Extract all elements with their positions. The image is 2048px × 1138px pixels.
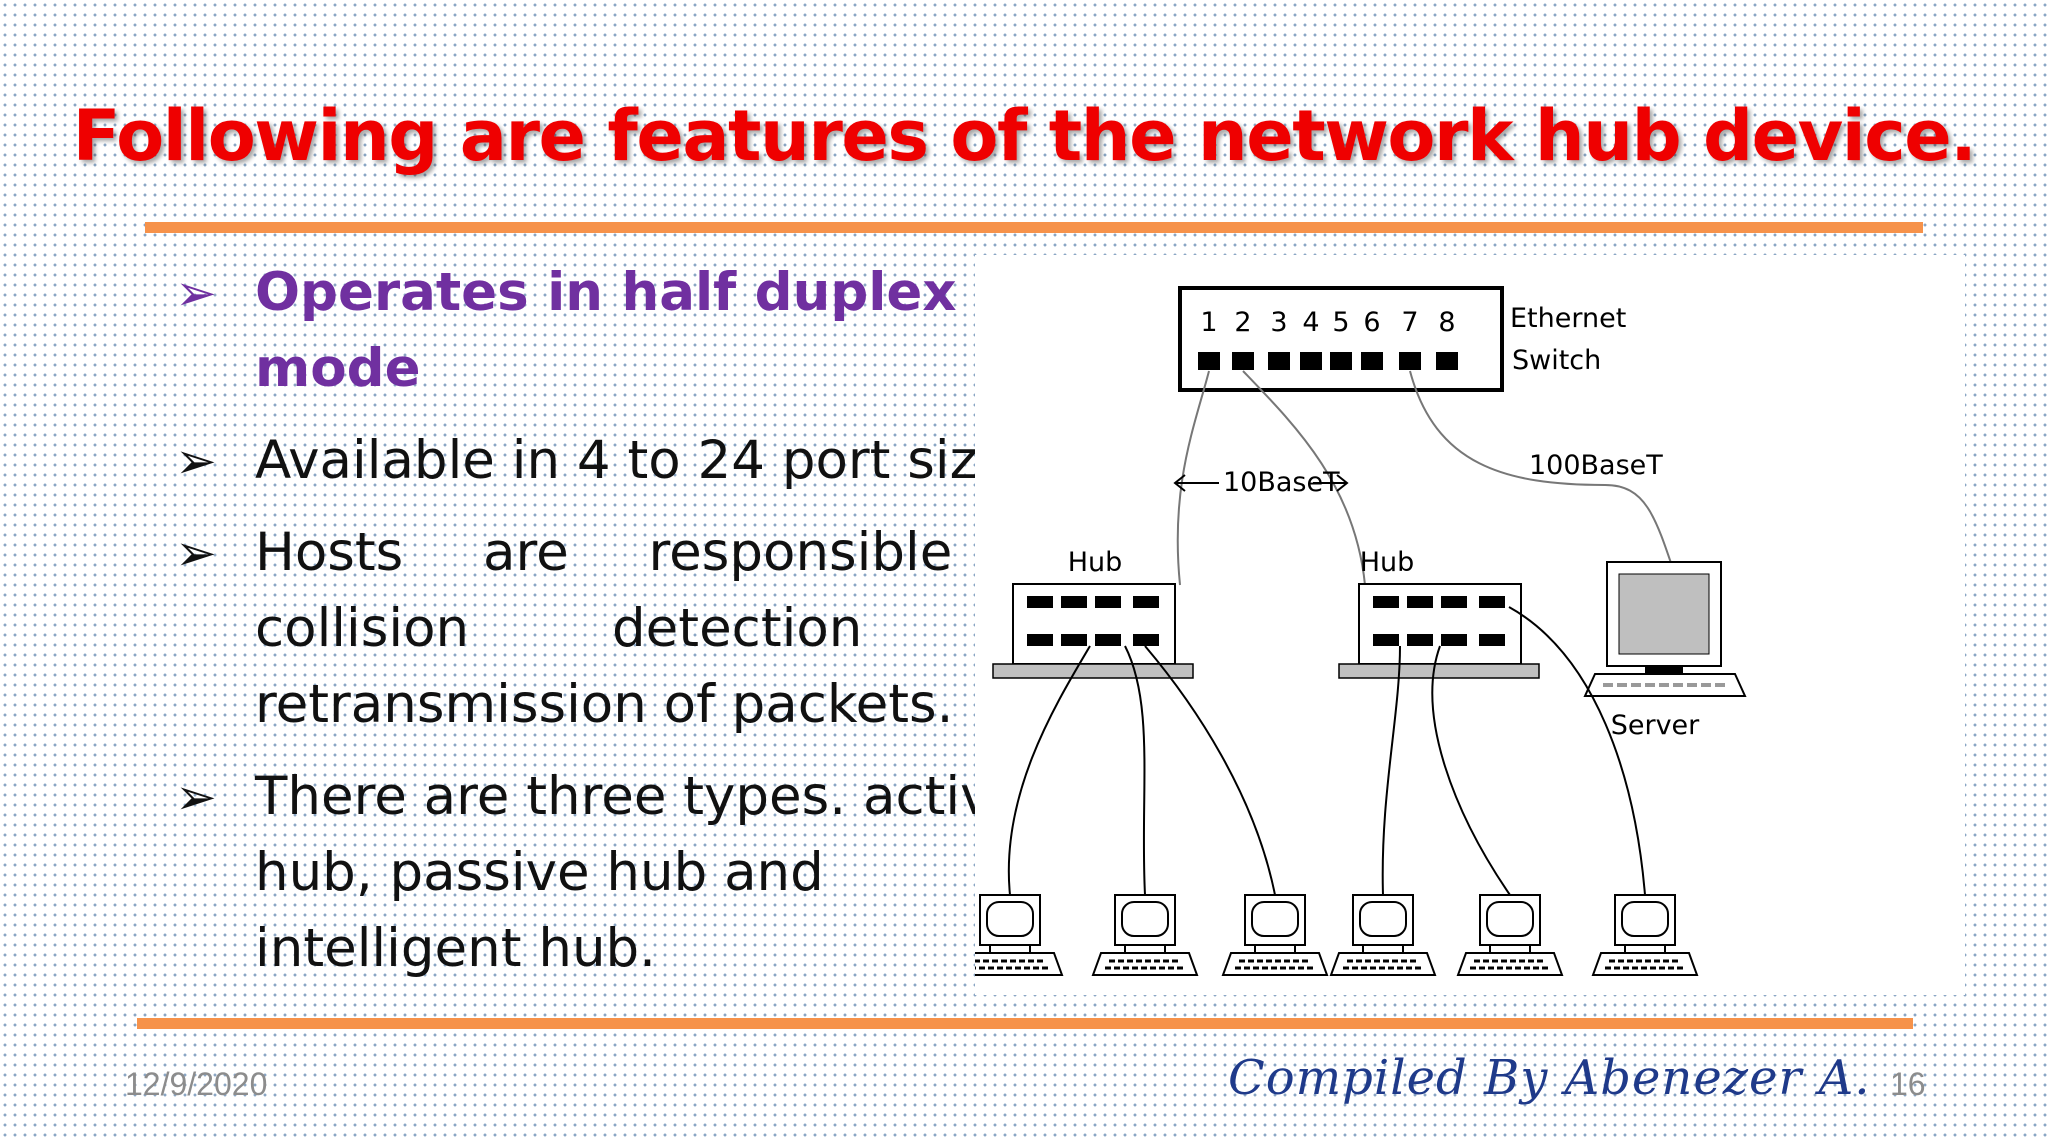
port-number: 8 (1438, 307, 1455, 338)
link-label: 100BaseT (1529, 450, 1663, 481)
computer (1091, 893, 1199, 977)
network-diagram: 1 2 3 4 5 6 7 8 Ethernet Switch (975, 255, 1965, 995)
link-10basetx-label: 10BaseT (1173, 467, 1349, 498)
bullet-item: ➢ Hosts are responsible for collision de… (175, 515, 1105, 743)
switch-ports (1198, 352, 1458, 370)
hub-label: Hub (1068, 547, 1123, 578)
bullet-item: ➢ Available in 4 to 24 port sizes (175, 423, 1055, 499)
hub-left (992, 583, 1194, 679)
bullet-text: There are three types. active hub, passi… (255, 766, 1025, 979)
slide-title: Following are features of the network hu… (72, 95, 1977, 177)
uplink-cables (1176, 370, 1676, 586)
footer-date: 12/9/2020 (125, 1066, 268, 1102)
hub-right (1338, 583, 1540, 679)
computer (1329, 893, 1437, 977)
hub-label: Hub (1360, 547, 1415, 578)
title-divider (145, 222, 1923, 233)
port-number: 2 (1234, 307, 1251, 338)
arrow-bullet-icon: ➢ (175, 432, 217, 490)
port-number: 3 (1270, 307, 1287, 338)
computer (1591, 893, 1699, 977)
server-label: Server (1611, 710, 1700, 741)
ethernet-switch (1178, 286, 1504, 392)
port-number: 6 (1363, 307, 1380, 338)
arrow-bullet-icon: ➢ (175, 768, 217, 826)
port-number: 7 (1401, 307, 1418, 338)
bullet-text: Operates in half duplex mode (255, 262, 957, 399)
port-number: 1 (1200, 307, 1217, 338)
bullet-list: ➢ Operates in half duplex mode ➢ Availab… (175, 255, 1105, 1003)
computer (1456, 893, 1564, 977)
bullet-item: ➢ Operates in half duplex mode (175, 255, 1055, 407)
arrow-bullet-icon: ➢ (175, 524, 217, 582)
footer-divider (137, 1018, 1913, 1029)
bullet-item: ➢ There are three types. active hub, pas… (175, 759, 1065, 987)
footer-credit: Compiled By Abenezer A. (1228, 1050, 1871, 1106)
switch-label: Switch (1512, 345, 1601, 376)
server (1583, 561, 1747, 697)
switch-label: Ethernet (1510, 303, 1626, 334)
computer (1221, 893, 1329, 977)
page-number: 16 (1890, 1066, 1926, 1102)
bullet-text: Available in 4 to 24 port sizes (255, 430, 1038, 491)
arrow-bullet-icon: ➢ (175, 264, 217, 322)
bullet-text: Hosts are responsible for collision dete… (255, 522, 1105, 735)
port-number: 4 (1302, 307, 1319, 338)
computer (975, 893, 1064, 977)
network-diagram-svg: 1 2 3 4 5 6 7 8 Ethernet Switch (975, 286, 1747, 977)
port-number: 5 (1332, 307, 1349, 338)
computer-cables (1007, 606, 1646, 896)
